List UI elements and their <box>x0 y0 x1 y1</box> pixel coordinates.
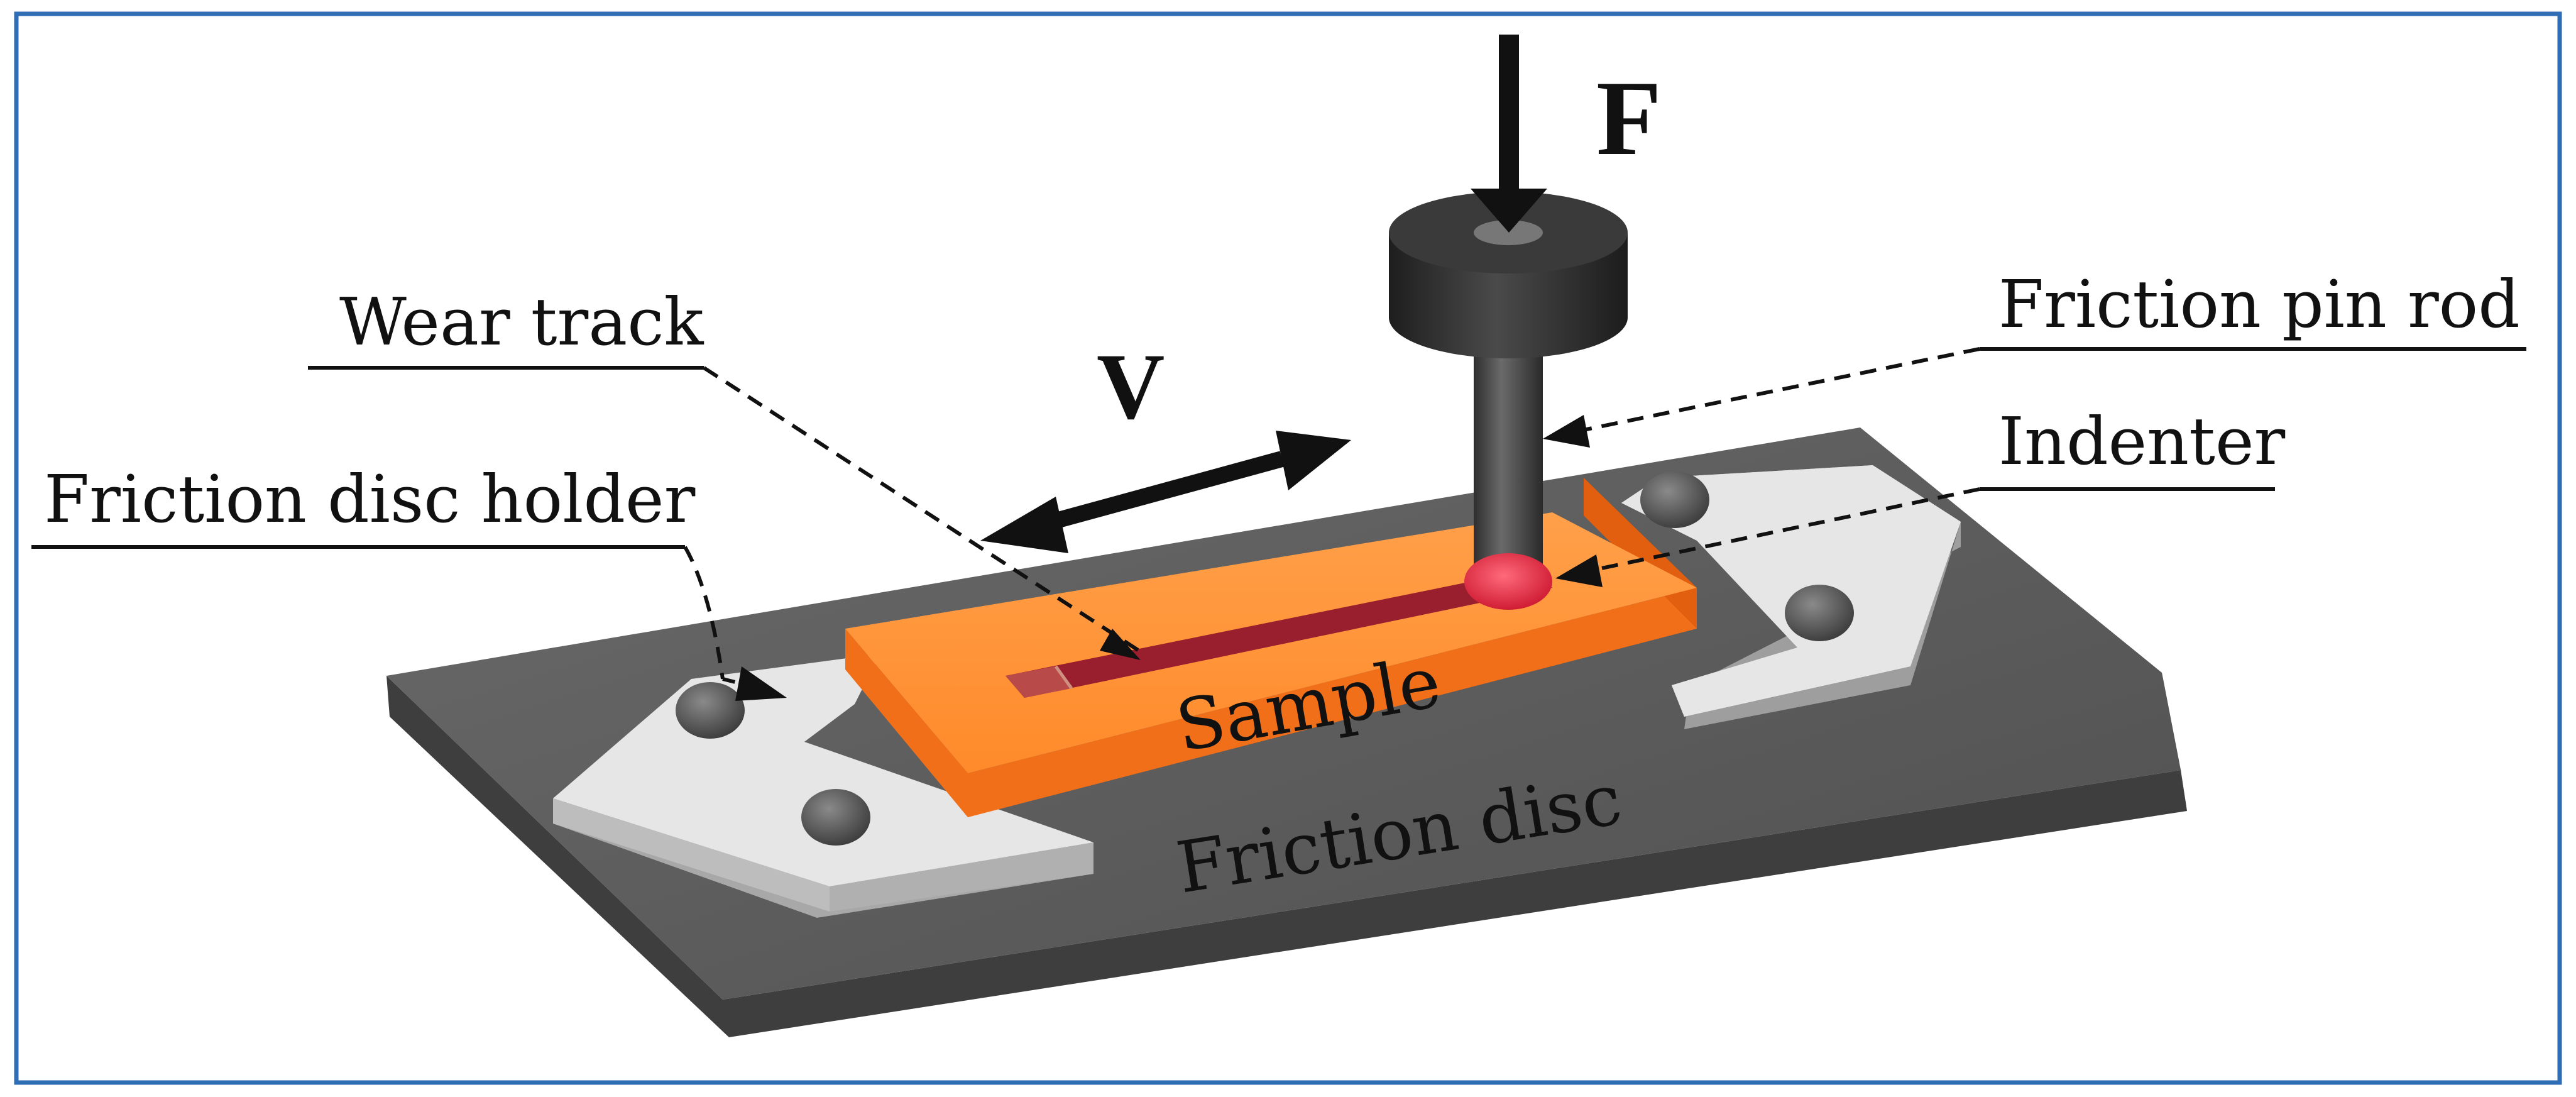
friction-pin-rod-label: Friction pin rod <box>1998 266 2520 343</box>
frame-border <box>14 11 2562 1085</box>
wear-track-label: Wear track <box>339 284 704 360</box>
bolt-icon <box>1785 585 1854 641</box>
bolt-icon <box>801 789 870 846</box>
indenter-pointer-icon <box>1555 554 1603 587</box>
indenter-label: Indenter <box>1998 403 2286 480</box>
pin-rod-pointer-icon <box>1543 415 1590 448</box>
force-label: F <box>1596 59 1662 177</box>
bolt-icon <box>1640 471 1709 528</box>
friction-disc-holder-label: Friction disc holder <box>44 461 696 537</box>
velocity-arrow-icon <box>980 431 1351 553</box>
force-arrow-icon <box>1471 35 1547 233</box>
wear-track-pointer-icon <box>1100 629 1141 660</box>
indenter-tip <box>1464 553 1552 610</box>
bolt-icon <box>676 682 745 739</box>
friction-disc-holder-left <box>553 654 1093 918</box>
velocity-label: V <box>1097 334 1165 439</box>
wear-track-groove <box>1006 569 1552 698</box>
holder-pointer-icon <box>735 666 787 701</box>
friction-disc-holder-right <box>1621 465 1961 729</box>
friction-pin-assembly <box>1389 192 1628 610</box>
